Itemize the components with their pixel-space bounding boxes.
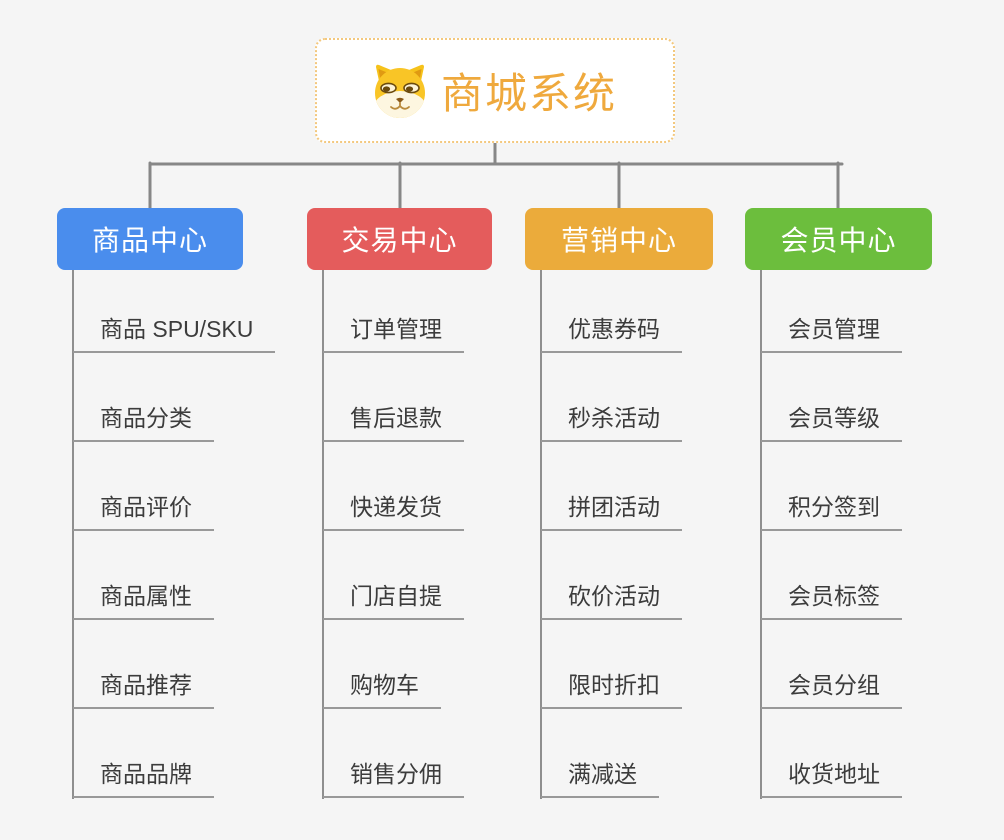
leaf-node[interactable]: 售后退款 — [323, 402, 464, 442]
branch-label: 营销中心 — [560, 225, 677, 256]
leaf-node[interactable]: 购物车 — [323, 669, 441, 709]
leaf-node[interactable]: 商品品牌 — [73, 758, 214, 798]
leaf-node[interactable]: 会员分组 — [761, 669, 902, 709]
root-node-label: 商城系统 — [440, 70, 617, 117]
branch-node-product-center[interactable]: 商品中心 — [57, 208, 243, 270]
branch-label: 交易中心 — [341, 225, 458, 256]
leaf-node[interactable]: 商品属性 — [73, 580, 214, 620]
leaf-node[interactable]: 积分签到 — [761, 491, 902, 531]
branch-node-marketing-center[interactable]: 营销中心 — [525, 208, 713, 270]
leaf-node[interactable]: 满减送 — [541, 758, 659, 798]
branch-node-trade-center[interactable]: 交易中心 — [307, 208, 492, 270]
leaf-node[interactable]: 快递发货 — [323, 491, 464, 531]
leaf-node[interactable]: 商品评价 — [73, 491, 214, 531]
leaf-node[interactable]: 销售分佣 — [323, 758, 464, 798]
dog-icon — [374, 64, 425, 118]
leaf-node[interactable]: 商品推荐 — [73, 669, 214, 709]
branch-label: 商品中心 — [91, 225, 208, 256]
leaf-node[interactable]: 会员等级 — [761, 402, 902, 442]
leaf-node[interactable]: 会员管理 — [761, 313, 902, 353]
branch-node-member-center[interactable]: 会员中心 — [745, 208, 932, 270]
leaf-node[interactable]: 限时折扣 — [541, 669, 682, 709]
root-node-mall-system[interactable]: 商城系统 — [315, 38, 675, 143]
leaf-node[interactable]: 优惠券码 — [541, 313, 682, 353]
leaf-node[interactable]: 门店自提 — [323, 580, 464, 620]
leaf-node[interactable]: 商品分类 — [73, 402, 214, 442]
leaf-node[interactable]: 商品 SPU/SKU — [73, 313, 276, 353]
leaf-node[interactable]: 拼团活动 — [541, 491, 682, 531]
leaf-node[interactable]: 会员标签 — [761, 580, 902, 620]
leaf-node[interactable]: 收货地址 — [761, 758, 902, 798]
branch-label: 会员中心 — [780, 225, 897, 256]
leaf-node[interactable]: 秒杀活动 — [541, 402, 682, 442]
leaf-node[interactable]: 订单管理 — [323, 313, 464, 353]
leaf-node[interactable]: 砍价活动 — [541, 580, 682, 620]
